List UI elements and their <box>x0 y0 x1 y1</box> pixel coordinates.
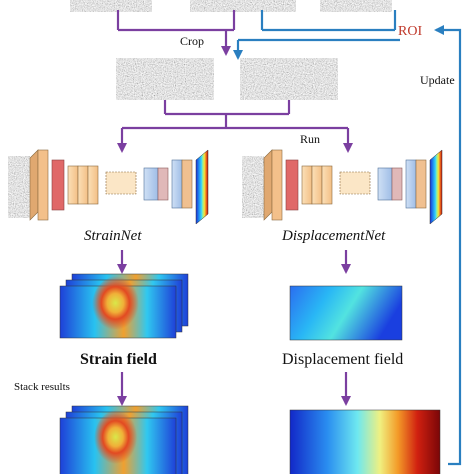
cropped-image-left <box>116 58 214 100</box>
stacked-displacement-result <box>289 409 441 474</box>
run-connector <box>117 100 353 153</box>
update-label: Update <box>420 73 455 87</box>
displacementnet-architecture-icon <box>242 149 443 225</box>
roi-label: ROI <box>398 24 422 39</box>
run-label: Run <box>300 132 320 146</box>
source-image-3 <box>320 0 392 12</box>
strainnet-architecture-icon <box>8 149 209 225</box>
displacement-field-label: Displacement field <box>282 351 403 368</box>
cropped-image-right <box>240 58 338 100</box>
stack-arrows <box>117 372 351 406</box>
crop-connector <box>116 10 236 56</box>
displacementnet-label: DisplacementNet <box>281 228 386 244</box>
roi-connectors <box>233 10 462 466</box>
source-images <box>70 0 392 12</box>
cropped-images <box>116 58 338 100</box>
strain-field-stack <box>59 273 189 339</box>
stack-results-label: Stack results <box>14 381 70 393</box>
field-arrows <box>117 250 351 274</box>
source-image-2 <box>190 0 296 12</box>
displacement-field-map <box>289 285 403 341</box>
strain-field-label: Strain field <box>80 351 157 368</box>
source-image-1 <box>70 0 152 12</box>
crop-label: Crop <box>180 34 204 48</box>
stacked-strain-result <box>59 405 189 474</box>
strainnet-label: StrainNet <box>84 228 142 244</box>
